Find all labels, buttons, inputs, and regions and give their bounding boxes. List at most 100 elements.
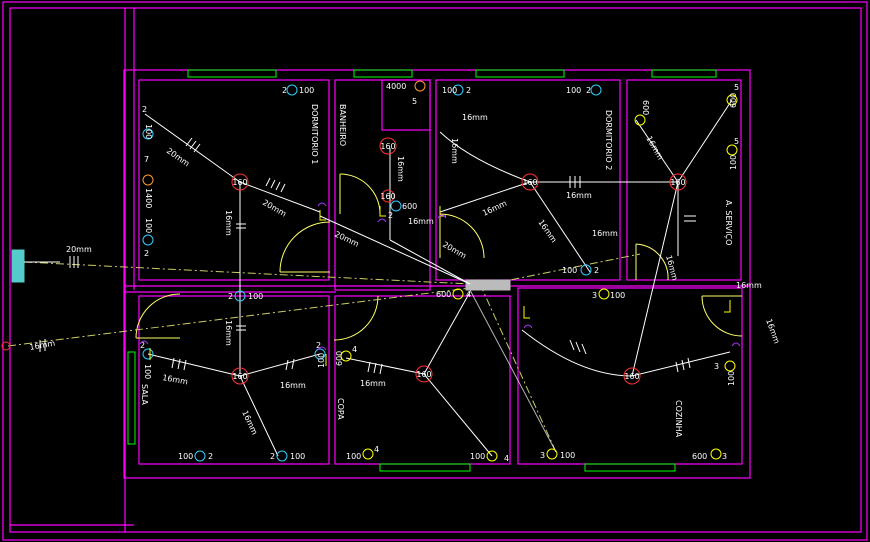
conduit-label: 16mm <box>162 373 189 386</box>
svg-text:2: 2 <box>142 105 147 114</box>
svg-text:2: 2 <box>140 341 145 350</box>
switch-marks <box>139 202 741 351</box>
room-banheiro: BANHEIRO <box>338 104 347 146</box>
svg-text:3: 3 <box>714 362 719 371</box>
svg-text:5: 5 <box>412 97 417 106</box>
svg-text:100: 100 <box>729 155 738 170</box>
svg-text:2: 2 <box>466 86 471 95</box>
svg-text:3: 3 <box>592 291 597 300</box>
room-dormitorio2: DORMITORIO 2 <box>604 110 613 170</box>
lamp-cozinha: 160 <box>623 367 641 385</box>
svg-text:100: 100 <box>290 452 305 461</box>
svg-text:4: 4 <box>504 454 509 463</box>
outlet-coz-right: 3 100 <box>714 360 736 386</box>
room-servico: A. SERVIÇO <box>724 200 733 245</box>
svg-text:2: 2 <box>594 266 599 275</box>
conduit-label: 16mm <box>644 135 665 162</box>
svg-text:160: 160 <box>670 178 685 187</box>
svg-text:160: 160 <box>232 178 247 187</box>
svg-text:160: 160 <box>380 192 395 201</box>
windows <box>11 69 717 472</box>
conduit-label: 16mm <box>592 229 618 238</box>
conduit-label: 16mm <box>462 113 488 122</box>
svg-text:600: 600 <box>436 290 451 299</box>
doors <box>135 173 743 341</box>
room-copa: COPA <box>336 398 345 420</box>
svg-text:100: 100 <box>317 353 326 368</box>
conduit-label: 16mm <box>224 210 233 236</box>
svg-text:100: 100 <box>610 291 625 300</box>
svg-text:100: 100 <box>299 86 314 95</box>
svg-text:100: 100 <box>143 364 152 379</box>
conduit-label: 16mm <box>408 217 434 226</box>
wire-ticks <box>39 137 696 375</box>
conduit-label: 16mm <box>224 320 233 346</box>
svg-text:600: 600 <box>402 202 417 211</box>
outlet-copa-bottom2: 100 4 <box>470 450 509 463</box>
outlet-coz-bottom1: 3 100 <box>540 448 575 460</box>
svg-text:100: 100 <box>560 451 575 460</box>
conduit-label: 16mm <box>280 381 306 390</box>
lamp-sala: 160 <box>231 367 249 385</box>
conduit-label: 16mm <box>29 339 56 352</box>
svg-text:2: 2 <box>144 249 149 258</box>
svg-text:160: 160 <box>380 142 395 151</box>
svg-text:4000: 4000 <box>386 82 406 91</box>
conduit-label: 16mm <box>396 156 405 182</box>
svg-text:5: 5 <box>734 83 739 92</box>
room-cozinha: COZINHA <box>674 400 683 438</box>
svg-text:160: 160 <box>522 178 537 187</box>
svg-text:100: 100 <box>248 292 263 301</box>
outlet-copa-left: 600 4 <box>335 345 357 366</box>
conduit-label: 16mm <box>360 379 386 388</box>
svg-text:5: 5 <box>734 137 739 146</box>
svg-text:100: 100 <box>470 452 485 461</box>
conduit-label: 16mm <box>764 318 781 345</box>
room-dormitorio1: DORMITORIO 1 <box>310 104 319 164</box>
conduit-label: 16mm <box>536 218 558 244</box>
svg-text:100: 100 <box>727 371 736 386</box>
outlet-hall: 2 100 <box>228 290 263 302</box>
svg-text:4: 4 <box>374 445 379 454</box>
svg-text:160: 160 <box>416 370 431 379</box>
svg-text:600: 600 <box>335 351 344 366</box>
outlet-coz-top: 3 100 <box>592 288 625 300</box>
conduit-label: 20mm <box>165 146 191 168</box>
lamp-banheiro: 160 <box>379 137 397 155</box>
svg-text:2: 2 <box>228 292 233 301</box>
lamp-dormitorio1: 160 <box>231 173 249 191</box>
conduit-label: 20mm <box>441 240 468 261</box>
svg-text:3: 3 <box>540 451 545 460</box>
conduit-label: 16mm <box>736 281 762 290</box>
svg-text:4: 4 <box>352 345 357 354</box>
lamp-dormitorio2: 160 <box>521 173 539 191</box>
outlet-as-mid: 100 5 <box>726 137 739 170</box>
svg-text:100: 100 <box>566 86 581 95</box>
wiring <box>24 99 733 457</box>
conduit-label: 20mm <box>66 245 92 254</box>
outlet-as-left: 600 <box>634 100 650 126</box>
svg-text:160: 160 <box>624 372 639 381</box>
svg-text:2: 2 <box>208 452 213 461</box>
outlet-d1-left3: 100 2 <box>142 218 154 258</box>
svg-text:1400: 1400 <box>144 188 153 208</box>
lamps: 160 160 160 160 160 160 160 160 <box>231 137 687 385</box>
room-labels: DORMITORIO 1 BANHEIRO DORMITORIO 2 A. SE… <box>140 104 733 438</box>
svg-text:100: 100 <box>144 218 153 233</box>
svg-text:2: 2 <box>388 211 393 220</box>
svg-text:600: 600 <box>729 93 738 108</box>
